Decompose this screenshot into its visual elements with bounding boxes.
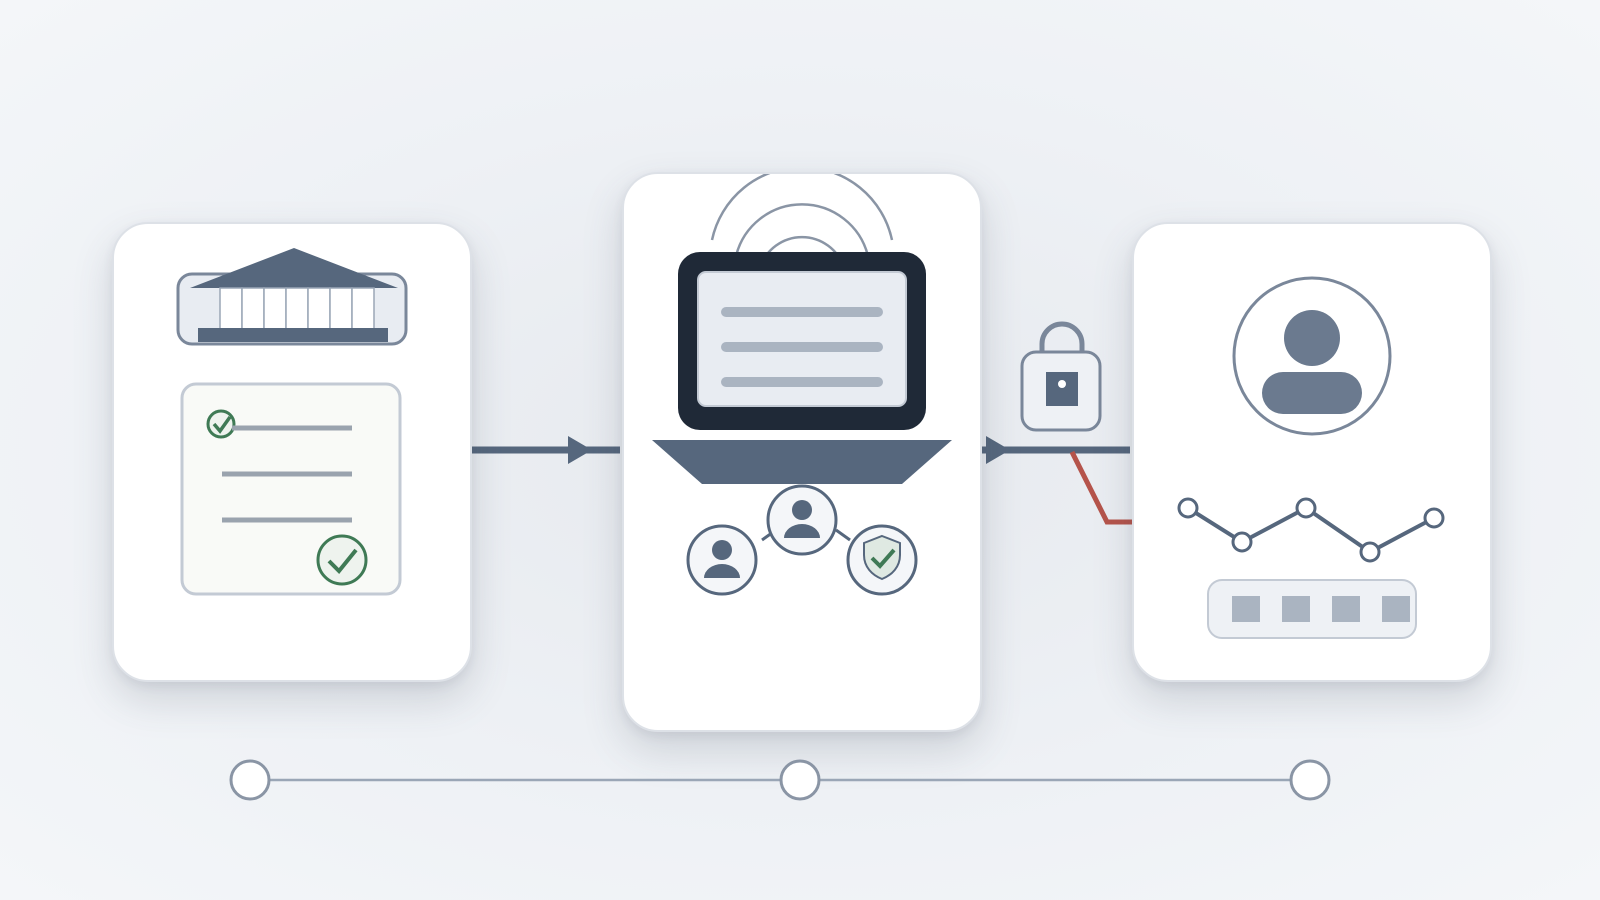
- timeline-step-3[interactable]: [1289, 759, 1331, 801]
- check-badge-icon: [316, 534, 368, 586]
- bank-icon: [176, 248, 408, 346]
- stage-card-institution: [112, 222, 472, 682]
- stage-card-profile: [1132, 222, 1492, 682]
- line-trend-icon: [1177, 497, 1445, 563]
- arrow-left-to-center: [472, 436, 620, 464]
- timeline-step-2[interactable]: [779, 759, 821, 801]
- user-avatar-icon: [1232, 276, 1392, 436]
- laptop-icon: [652, 252, 952, 484]
- password-field-icon: [1207, 579, 1417, 639]
- padlock-icon: [1020, 321, 1102, 432]
- shield-check-icon: [846, 524, 918, 596]
- arrow-center-to-right: [982, 436, 1130, 464]
- timeline-step-1[interactable]: [229, 759, 271, 801]
- user-network-icon: [686, 484, 851, 596]
- stage-card-device: [622, 172, 982, 732]
